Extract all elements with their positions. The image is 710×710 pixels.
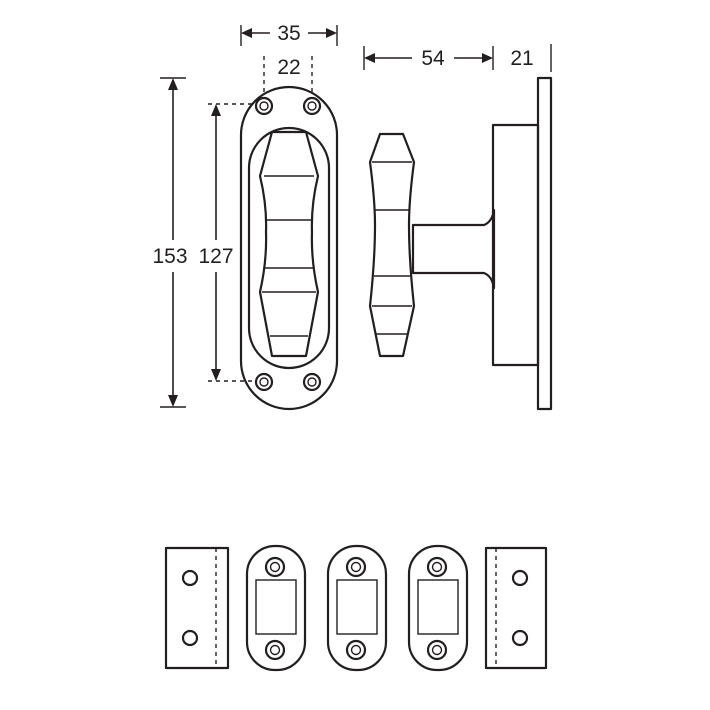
dimension-label-35: 35 <box>277 22 300 45</box>
dimension-label-153: 153 <box>152 245 187 268</box>
dimension-label-54: 54 <box>421 47 445 70</box>
handle-side <box>368 132 416 358</box>
screw-hole-top-right <box>302 96 322 116</box>
strike-plate-left <box>164 546 230 670</box>
side-view <box>368 76 553 411</box>
spindle-neck <box>411 208 496 290</box>
dimension-hole-spacing-22: 22 <box>263 56 313 96</box>
dimension-height-127: 127 <box>198 103 256 382</box>
dimension-depth-54: 54 <box>363 46 494 70</box>
dimension-depth-21: 21 <box>510 44 552 72</box>
rose-base-side <box>491 123 540 367</box>
screw-hole-bottom-left <box>254 372 274 392</box>
dimension-height-153: 153 <box>152 77 188 408</box>
rose-plate <box>239 85 339 411</box>
screw-hole-top-left <box>254 96 274 116</box>
backplate-side <box>536 76 553 411</box>
handle-front <box>258 130 320 358</box>
dimension-label-21: 21 <box>510 47 533 70</box>
strike-plate-right <box>484 546 548 670</box>
screw-hole-bottom-right <box>302 372 322 392</box>
dimension-label-127: 127 <box>198 245 233 268</box>
dimension-width-35: 35 <box>240 22 338 46</box>
rose-recess <box>247 126 331 370</box>
dimension-label-22: 22 <box>277 56 300 79</box>
keeper-3 <box>407 544 469 672</box>
keeper-1 <box>245 544 307 672</box>
front-view <box>239 85 339 411</box>
keeper-2 <box>326 544 388 672</box>
